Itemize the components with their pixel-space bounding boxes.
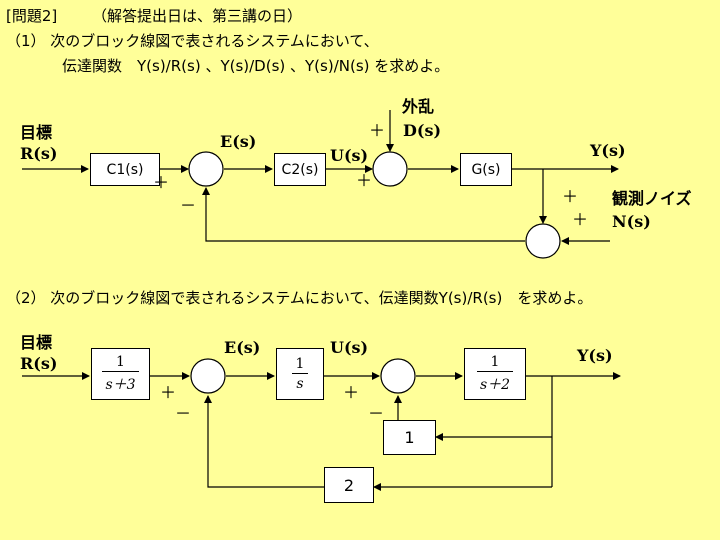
d2-label-y: Y(s) [577, 346, 613, 365]
d2-sign-sum2-in: ＋ [343, 383, 360, 402]
d1-sign-sum3-y: ＋ [562, 187, 579, 206]
d1-label-u: U(s) [330, 146, 369, 165]
d1-summing-junction-1 [188, 151, 224, 187]
d1-sign-sum3-n: ＋ [572, 210, 589, 229]
d1-sign-sum1-in: ＋ [153, 173, 170, 192]
d1-label-target: 目標 [20, 123, 53, 142]
d1-sign-sum1-fb: － [180, 196, 197, 215]
d2-label-target: 目標 [20, 333, 53, 352]
d1-label-y: Y(s) [590, 141, 626, 160]
d1-sign-sum2-top: ＋ [369, 121, 386, 140]
d1-label-n: N(s) [612, 212, 651, 231]
d1-sign-sum2-in: ＋ [356, 171, 373, 190]
d2-sign-sum1-in: ＋ [160, 383, 177, 402]
d1-wire-feedback [202, 187, 525, 242]
d1-label-noise: 観測ノイズ [612, 189, 692, 208]
d2-summing-junction-1 [190, 358, 226, 394]
d1-block-g: G(s) [460, 153, 512, 186]
q1-instruction-line1: （1） 次のブロック線図で表されるシステムにおいて、 [6, 32, 379, 50]
d2-label-e: E(s) [224, 338, 261, 357]
d1-label-disturbance: 外乱 [402, 97, 435, 116]
d1-block-c1: C1(s) [90, 153, 160, 186]
d1-summing-junction-2 [372, 151, 408, 187]
d1-summing-junction-3 [525, 223, 561, 259]
problem-title: [問題2] [6, 7, 58, 25]
d2-gain-1: 1 [383, 420, 436, 455]
d2-sign-sum1-fb: － [175, 404, 192, 423]
d1-label-e: E(s) [220, 132, 257, 151]
q2-instruction-line1: （2） 次のブロック線図で表されるシステムにおいて、伝達関数Y(s)/R(s) … [6, 289, 593, 307]
d2-gain-2: 2 [324, 467, 374, 503]
d2-sign-sum2-fb: － [368, 404, 385, 423]
d2-label-r: R(s) [20, 354, 58, 373]
d2-wire-feedback [204, 395, 324, 488]
q1-instruction-line2: 伝達関数 Y(s)/R(s) 、Y(s)/D(s) 、Y(s)/N(s) を求め… [62, 57, 450, 75]
problem-note: （解答提出日は、第三講の日） [92, 7, 303, 25]
d1-block-c2: C2(s) [274, 153, 326, 186]
d1-label-r: R(s) [20, 144, 58, 163]
d2-label-u: U(s) [330, 338, 369, 357]
d2-summing-junction-2 [380, 358, 416, 394]
d1-label-d: D(s) [403, 121, 442, 140]
